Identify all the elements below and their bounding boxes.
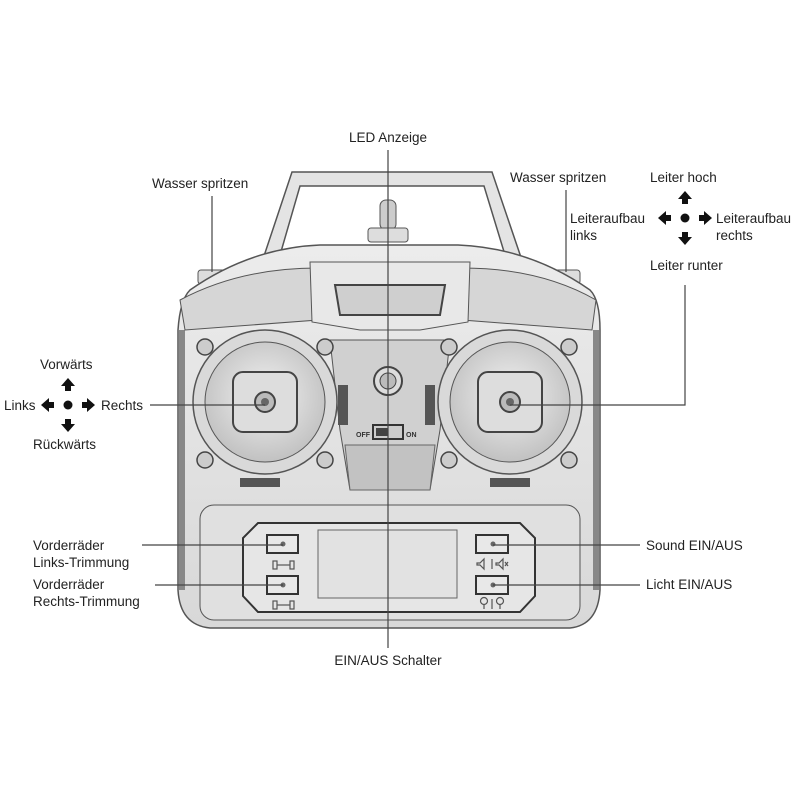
led-window: [333, 284, 447, 316]
left-gimbal: [192, 329, 338, 475]
switch-off-label: OFF: [356, 432, 370, 439]
label-ladder-right-line2: rechts: [716, 228, 753, 243]
direction-arrows-left: [41, 378, 95, 432]
label-ladder-down: Leiter runter: [650, 257, 723, 274]
sound-icon: [476, 557, 509, 571]
label-ladder-left-line1: Leiteraufbau: [570, 211, 646, 226]
label-trim-right-line1: Vorderräder: [33, 577, 105, 592]
label-water-right: Wasser spritzen: [510, 169, 607, 186]
label-ladder-right-line1: Leiteraufbau: [716, 211, 792, 226]
screws: [196, 338, 578, 469]
label-forward: Vorwärts: [40, 356, 93, 373]
direction-arrows-right: [658, 191, 712, 245]
label-trim-left-line1: Vorderräder: [33, 538, 105, 553]
label-trim-right-line2: Rechts-Trimmung: [33, 594, 140, 609]
label-ladder-up: Leiter hoch: [650, 169, 717, 186]
label-water-left: Wasser spritzen: [152, 175, 249, 192]
label-led: LED Anzeige: [348, 129, 428, 146]
leader-lines: [142, 150, 686, 648]
label-sound: Sound EIN/AUS: [646, 537, 743, 554]
label-power-switch: EIN/AUS Schalter: [334, 652, 442, 669]
trim-icon: [272, 560, 295, 610]
label-backward: Rückwärts: [33, 436, 97, 453]
label-ladder-left: Leiteraufbau links: [570, 210, 646, 244]
light-icon: [479, 596, 505, 609]
label-ladder-left-line2: links: [570, 228, 598, 243]
right-gimbal: [437, 329, 583, 475]
label-ladder-right: Leiteraufbau rechts: [716, 210, 791, 244]
label-light: Licht EIN/AUS: [646, 576, 733, 593]
switch-on-label: ON: [406, 432, 417, 439]
label-trim-left-line2: Links-Trimmung: [33, 555, 130, 570]
label-right: Rechts: [101, 397, 144, 414]
label-left: Links: [4, 397, 36, 414]
